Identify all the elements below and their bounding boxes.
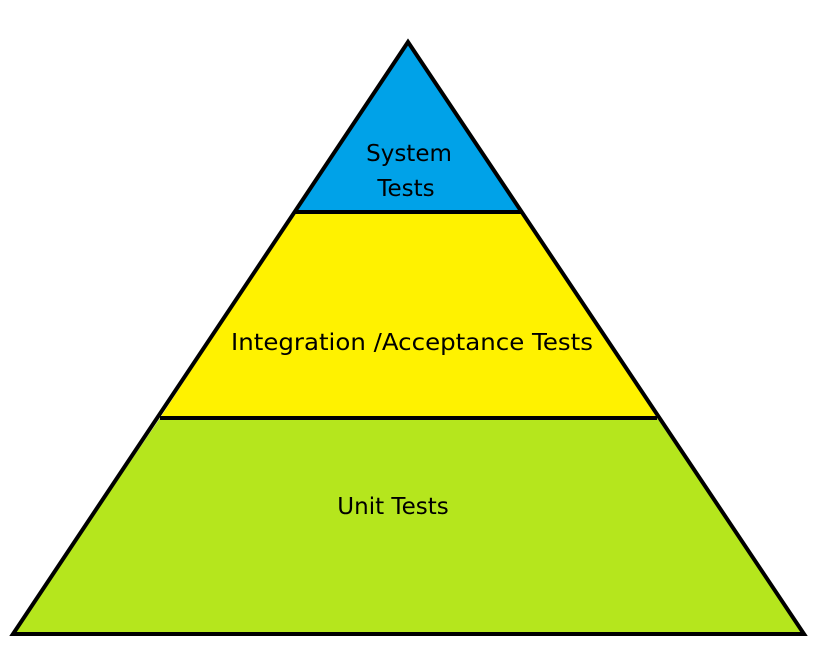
unit-tests-layer xyxy=(13,418,804,634)
system-tests-label-line-1: System xyxy=(366,141,452,167)
unit-tests-label: Unit Tests xyxy=(337,494,448,520)
integration-acceptance-tests-label: Integration /Acceptance Tests xyxy=(231,330,593,356)
integration-acceptance-tests-layer xyxy=(160,212,657,418)
system-tests-layer xyxy=(295,42,521,212)
pyramid-outline xyxy=(9,38,808,636)
system-tests-label-line-2: Tests xyxy=(376,176,434,202)
